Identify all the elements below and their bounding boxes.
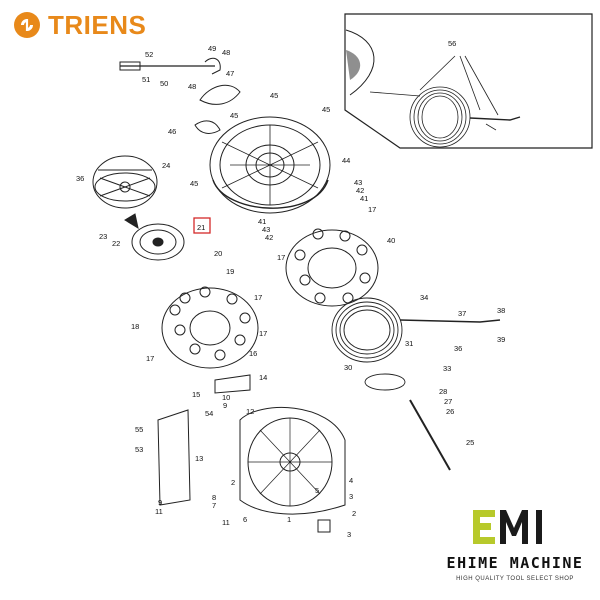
- part-label: 17: [368, 205, 376, 214]
- base-housing: [157, 374, 346, 533]
- part-label: 14: [259, 373, 267, 382]
- part-label: 19: [226, 267, 234, 276]
- hose-coil: [331, 297, 501, 471]
- part-label: 28: [439, 387, 447, 396]
- shop-name: EHIME MACHINE: [446, 554, 584, 572]
- part-label: 23: [99, 232, 107, 241]
- part-label: 17: [277, 253, 285, 262]
- part-label: 48: [222, 48, 230, 57]
- triens-logo: TRIENS: [12, 8, 146, 42]
- highlight-box: [193, 217, 211, 234]
- part-label: 42: [356, 186, 364, 195]
- part-label: 12: [246, 407, 254, 416]
- part-label: 49: [208, 44, 216, 53]
- part-label: 41: [360, 194, 368, 203]
- part-label: 53: [135, 445, 143, 454]
- part-label: 3: [349, 492, 353, 501]
- part-label: 48: [188, 82, 196, 91]
- part-label: 17: [146, 354, 154, 363]
- part-label: 47: [226, 69, 234, 78]
- spring-reel: [124, 213, 185, 261]
- part-label: 31: [405, 339, 413, 348]
- part-label: 51: [142, 75, 150, 84]
- part-label: 13: [195, 454, 203, 463]
- part-label: 15: [192, 390, 200, 399]
- part-label: 21: [197, 223, 205, 232]
- part-label: 42: [265, 233, 273, 242]
- part-label: 54: [205, 409, 213, 418]
- part-label: 46: [168, 127, 176, 136]
- part-label: 43: [262, 225, 270, 234]
- part-label: 1: [287, 515, 291, 524]
- part-label: 2: [352, 509, 356, 518]
- part-label: 10: [222, 393, 230, 402]
- part-label: 17: [254, 293, 262, 302]
- part-label: 45: [322, 105, 330, 114]
- part-label: 43: [354, 178, 362, 187]
- part-label: 9: [158, 498, 162, 507]
- part-label: 45: [190, 179, 198, 188]
- part-label: 3: [347, 530, 351, 539]
- part-label: 36: [76, 174, 84, 183]
- part-label: 45: [270, 91, 278, 100]
- cover-parts: [119, 57, 241, 134]
- part-label: 24: [162, 161, 170, 170]
- part-label: 55: [135, 425, 143, 434]
- triens-logo-icon: [14, 12, 40, 38]
- brand-name: TRIENS: [48, 9, 147, 40]
- part-label: 20: [214, 249, 222, 258]
- part-label: 11: [222, 518, 230, 527]
- part-label: 33: [443, 364, 451, 373]
- ehime-machine-logo-icon: [473, 510, 542, 544]
- part-label: 11: [155, 507, 163, 516]
- inset-hose-detail: [344, 13, 593, 149]
- drum-discs: [161, 228, 379, 369]
- part-label: 16: [249, 349, 257, 358]
- drum-housing: [209, 116, 331, 214]
- part-label: 25: [466, 438, 474, 447]
- part-label: 56: [448, 39, 456, 48]
- fan-wheel: [92, 155, 158, 209]
- part-label: 6: [243, 515, 247, 524]
- shop-tagline: HIGH QUALITY TOOL SELECT SHOP: [456, 576, 574, 582]
- part-label: 4: [349, 476, 353, 485]
- part-label: 38: [497, 306, 505, 315]
- part-label: 36: [454, 344, 462, 353]
- part-labels: 52 49 48 51 50 48 47 56 45 46 45 45 36 2…: [76, 39, 505, 539]
- part-label: 40: [387, 236, 395, 245]
- part-label: 18: [131, 322, 139, 331]
- part-label: 7: [212, 501, 216, 510]
- part-label: 22: [112, 239, 120, 248]
- part-label: 2: [231, 478, 235, 487]
- part-label: 41: [258, 217, 266, 226]
- part-label: 39: [497, 335, 505, 344]
- part-label: 44: [342, 156, 350, 165]
- part-label: 26: [446, 407, 454, 416]
- part-label: 50: [160, 79, 168, 88]
- part-label: 8: [212, 493, 216, 502]
- part-label: 17: [259, 329, 267, 338]
- part-label: 52: [145, 50, 153, 59]
- part-label: 37: [458, 309, 466, 318]
- part-label: 30: [344, 363, 352, 372]
- part-label: 34: [420, 293, 428, 302]
- part-label: 45: [230, 111, 238, 120]
- part-label: 9: [223, 401, 227, 410]
- part-label: 5: [315, 486, 319, 495]
- part-label: 27: [444, 397, 452, 406]
